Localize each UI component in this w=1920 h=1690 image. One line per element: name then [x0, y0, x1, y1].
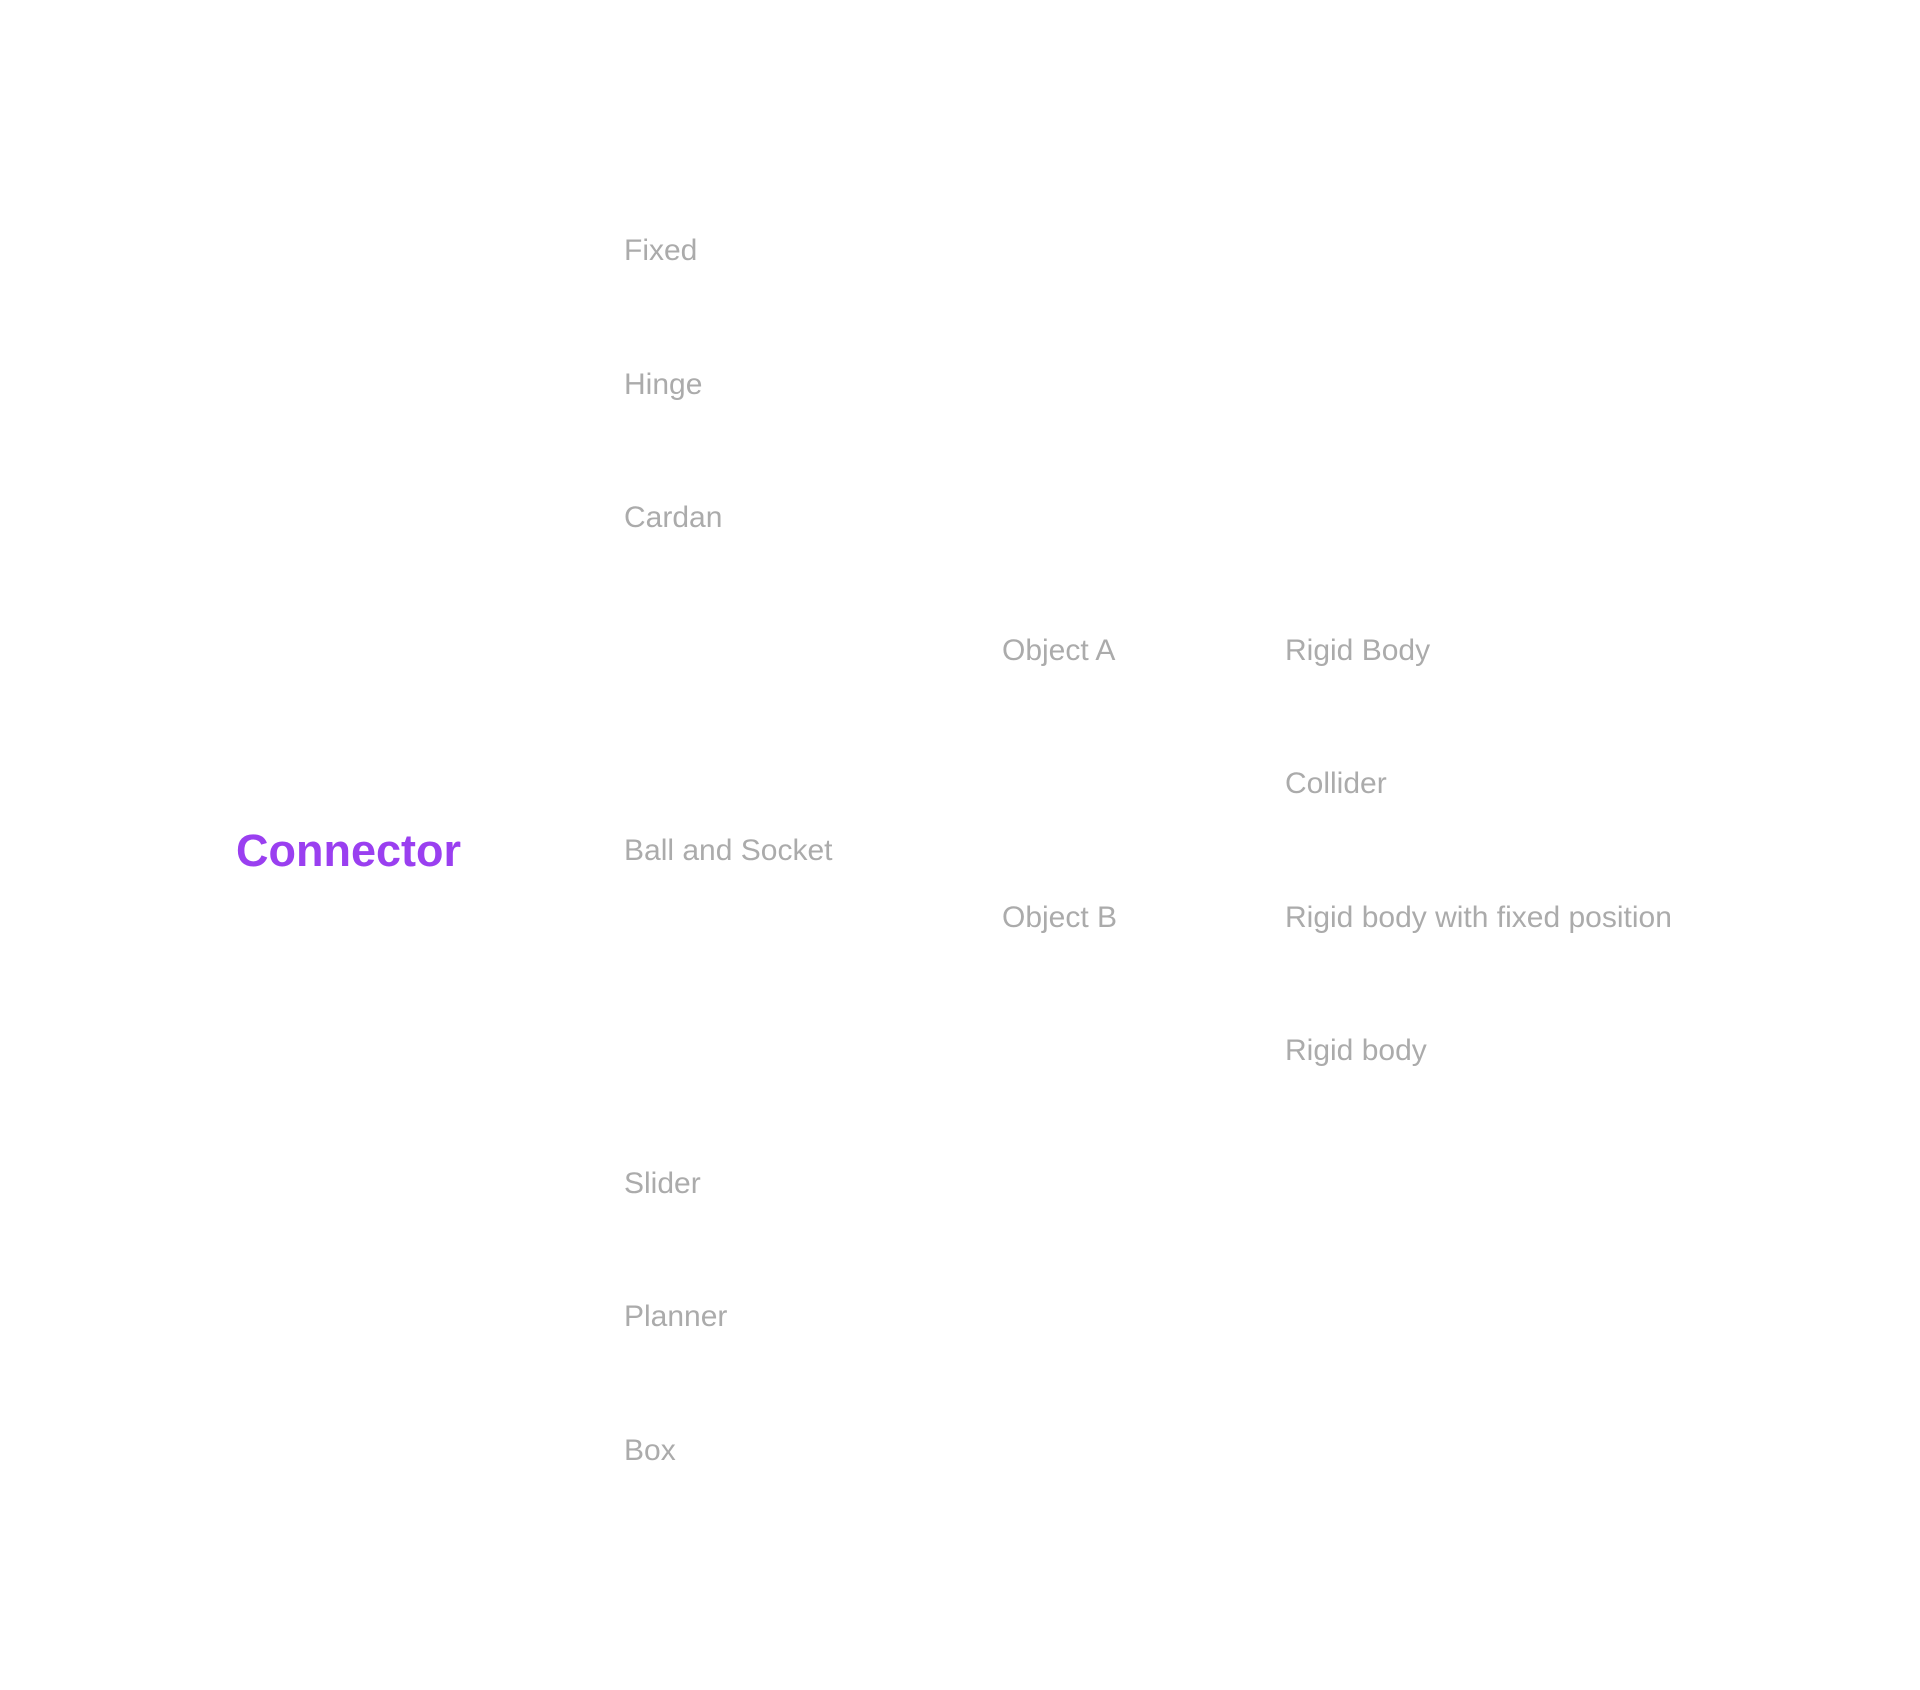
joint-hinge: Hinge — [624, 368, 703, 401]
joint-box: Box — [624, 1434, 676, 1467]
joint-planner: Planner — [624, 1300, 728, 1333]
joint-cardan: Cardan — [624, 501, 723, 534]
object-b-rigid-body-fixed-position: Rigid body with fixed position — [1285, 901, 1672, 934]
joint-fixed: Fixed — [624, 234, 698, 267]
object-b-node: Object B — [1002, 901, 1118, 934]
root-node-connector: Connector — [236, 825, 461, 876]
joint-slider: Slider — [624, 1167, 701, 1200]
object-a-rigid-body: Rigid Body — [1285, 634, 1431, 667]
object-b-rigid-body: Rigid body — [1285, 1034, 1427, 1067]
object-a-collider: Collider — [1285, 767, 1387, 800]
object-a-node: Object A — [1002, 634, 1116, 667]
joint-ball-and-socket: Ball and Socket — [624, 834, 833, 867]
